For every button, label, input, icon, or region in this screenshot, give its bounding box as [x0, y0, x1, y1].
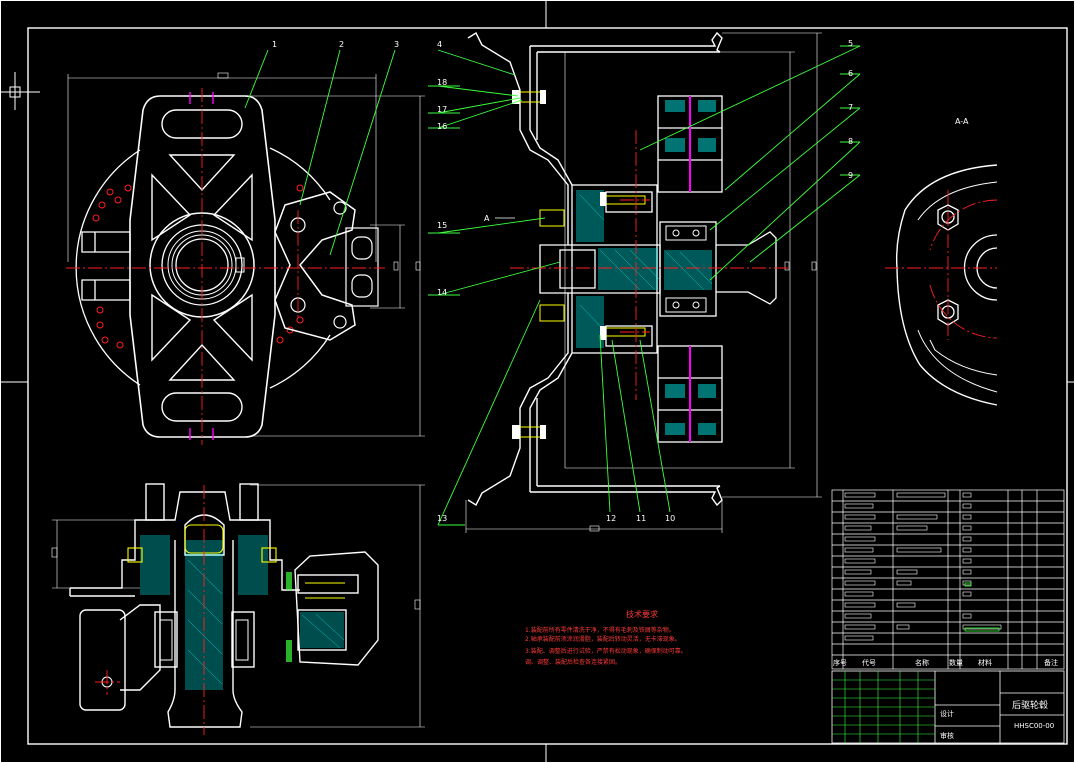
balloon-17: 17 — [437, 105, 447, 114]
notes-line-3: 3.装配、调整后进行试验，严禁有松动现象，确保制动可靠。 — [525, 647, 687, 655]
bom-header-seq: 序号 — [833, 658, 847, 667]
bom-header: 序号 代号 名称 数量 材料 备注 — [833, 658, 1058, 667]
balloon-11: 11 — [636, 514, 646, 523]
bom-header-remark: 备注 — [1044, 658, 1058, 667]
balloon-15: 15 — [437, 221, 447, 230]
notes-title: 技术要求 — [626, 609, 658, 619]
balloon-1: 1 — [272, 40, 277, 49]
bottom-view — [51, 483, 465, 735]
notes-line-4: 调、调整、装配后检查各连接紧固。 — [525, 658, 621, 666]
balloon-9: 9 — [848, 171, 853, 180]
designed-label: 设计 — [940, 709, 954, 718]
crosshair-cursor-icon — [0, 72, 40, 110]
balloon-13: 13 — [437, 514, 447, 523]
bom-table — [831, 489, 1065, 670]
balloon-16: 16 — [437, 122, 447, 131]
technical-notes: 技术要求 1.装配前所有零件清洗干净，不得有毛刺及铁屑等杂物。 2.轴承装配前须… — [525, 609, 687, 666]
section-view — [244, 31, 861, 533]
bom-header-qty: 数量 — [949, 658, 963, 667]
balloon-4: 4 — [437, 40, 442, 49]
balloon-5: 5 — [848, 39, 853, 48]
checked-label: 审核 — [940, 731, 954, 740]
balloon-2: 2 — [339, 40, 344, 49]
bom-header-name: 名称 — [915, 658, 929, 667]
bom-header-material: 材料 — [978, 658, 992, 667]
section-label: A-A — [955, 117, 969, 126]
balloon-18: 18 — [437, 78, 447, 87]
front-view — [66, 72, 425, 445]
drawing-number: HHSC00-00 — [1014, 722, 1054, 730]
title-block-text: 后驱轮毂 HHSC00-00 设计 审核 — [940, 699, 1054, 740]
title-block-grid — [832, 671, 935, 743]
drawing-title: 后驱轮毂 — [1012, 699, 1048, 711]
balloon-12: 12 — [606, 514, 616, 523]
balloon-6: 6 — [848, 69, 853, 78]
notes-line-1: 1.装配前所有零件清洗干净，不得有毛刺及铁屑等杂物。 — [525, 626, 675, 634]
balloon-8: 8 — [848, 137, 853, 146]
section-marker: A — [484, 214, 490, 223]
balloon-7: 7 — [848, 103, 853, 112]
balloon-3: 3 — [394, 40, 399, 49]
detail-view — [885, 164, 998, 406]
balloon-14: 14 — [437, 288, 447, 297]
notes-line-2: 2.轴承装配前须涂润滑脂，装配后转动灵活，无卡滞现象。 — [525, 635, 681, 643]
bom-header-code: 代号 — [862, 658, 876, 667]
balloon-labels: 1 2 3 4 5 6 7 8 9 10 11 12 13 14 15 16 1… — [272, 39, 969, 523]
balloon-10: 10 — [665, 514, 675, 523]
